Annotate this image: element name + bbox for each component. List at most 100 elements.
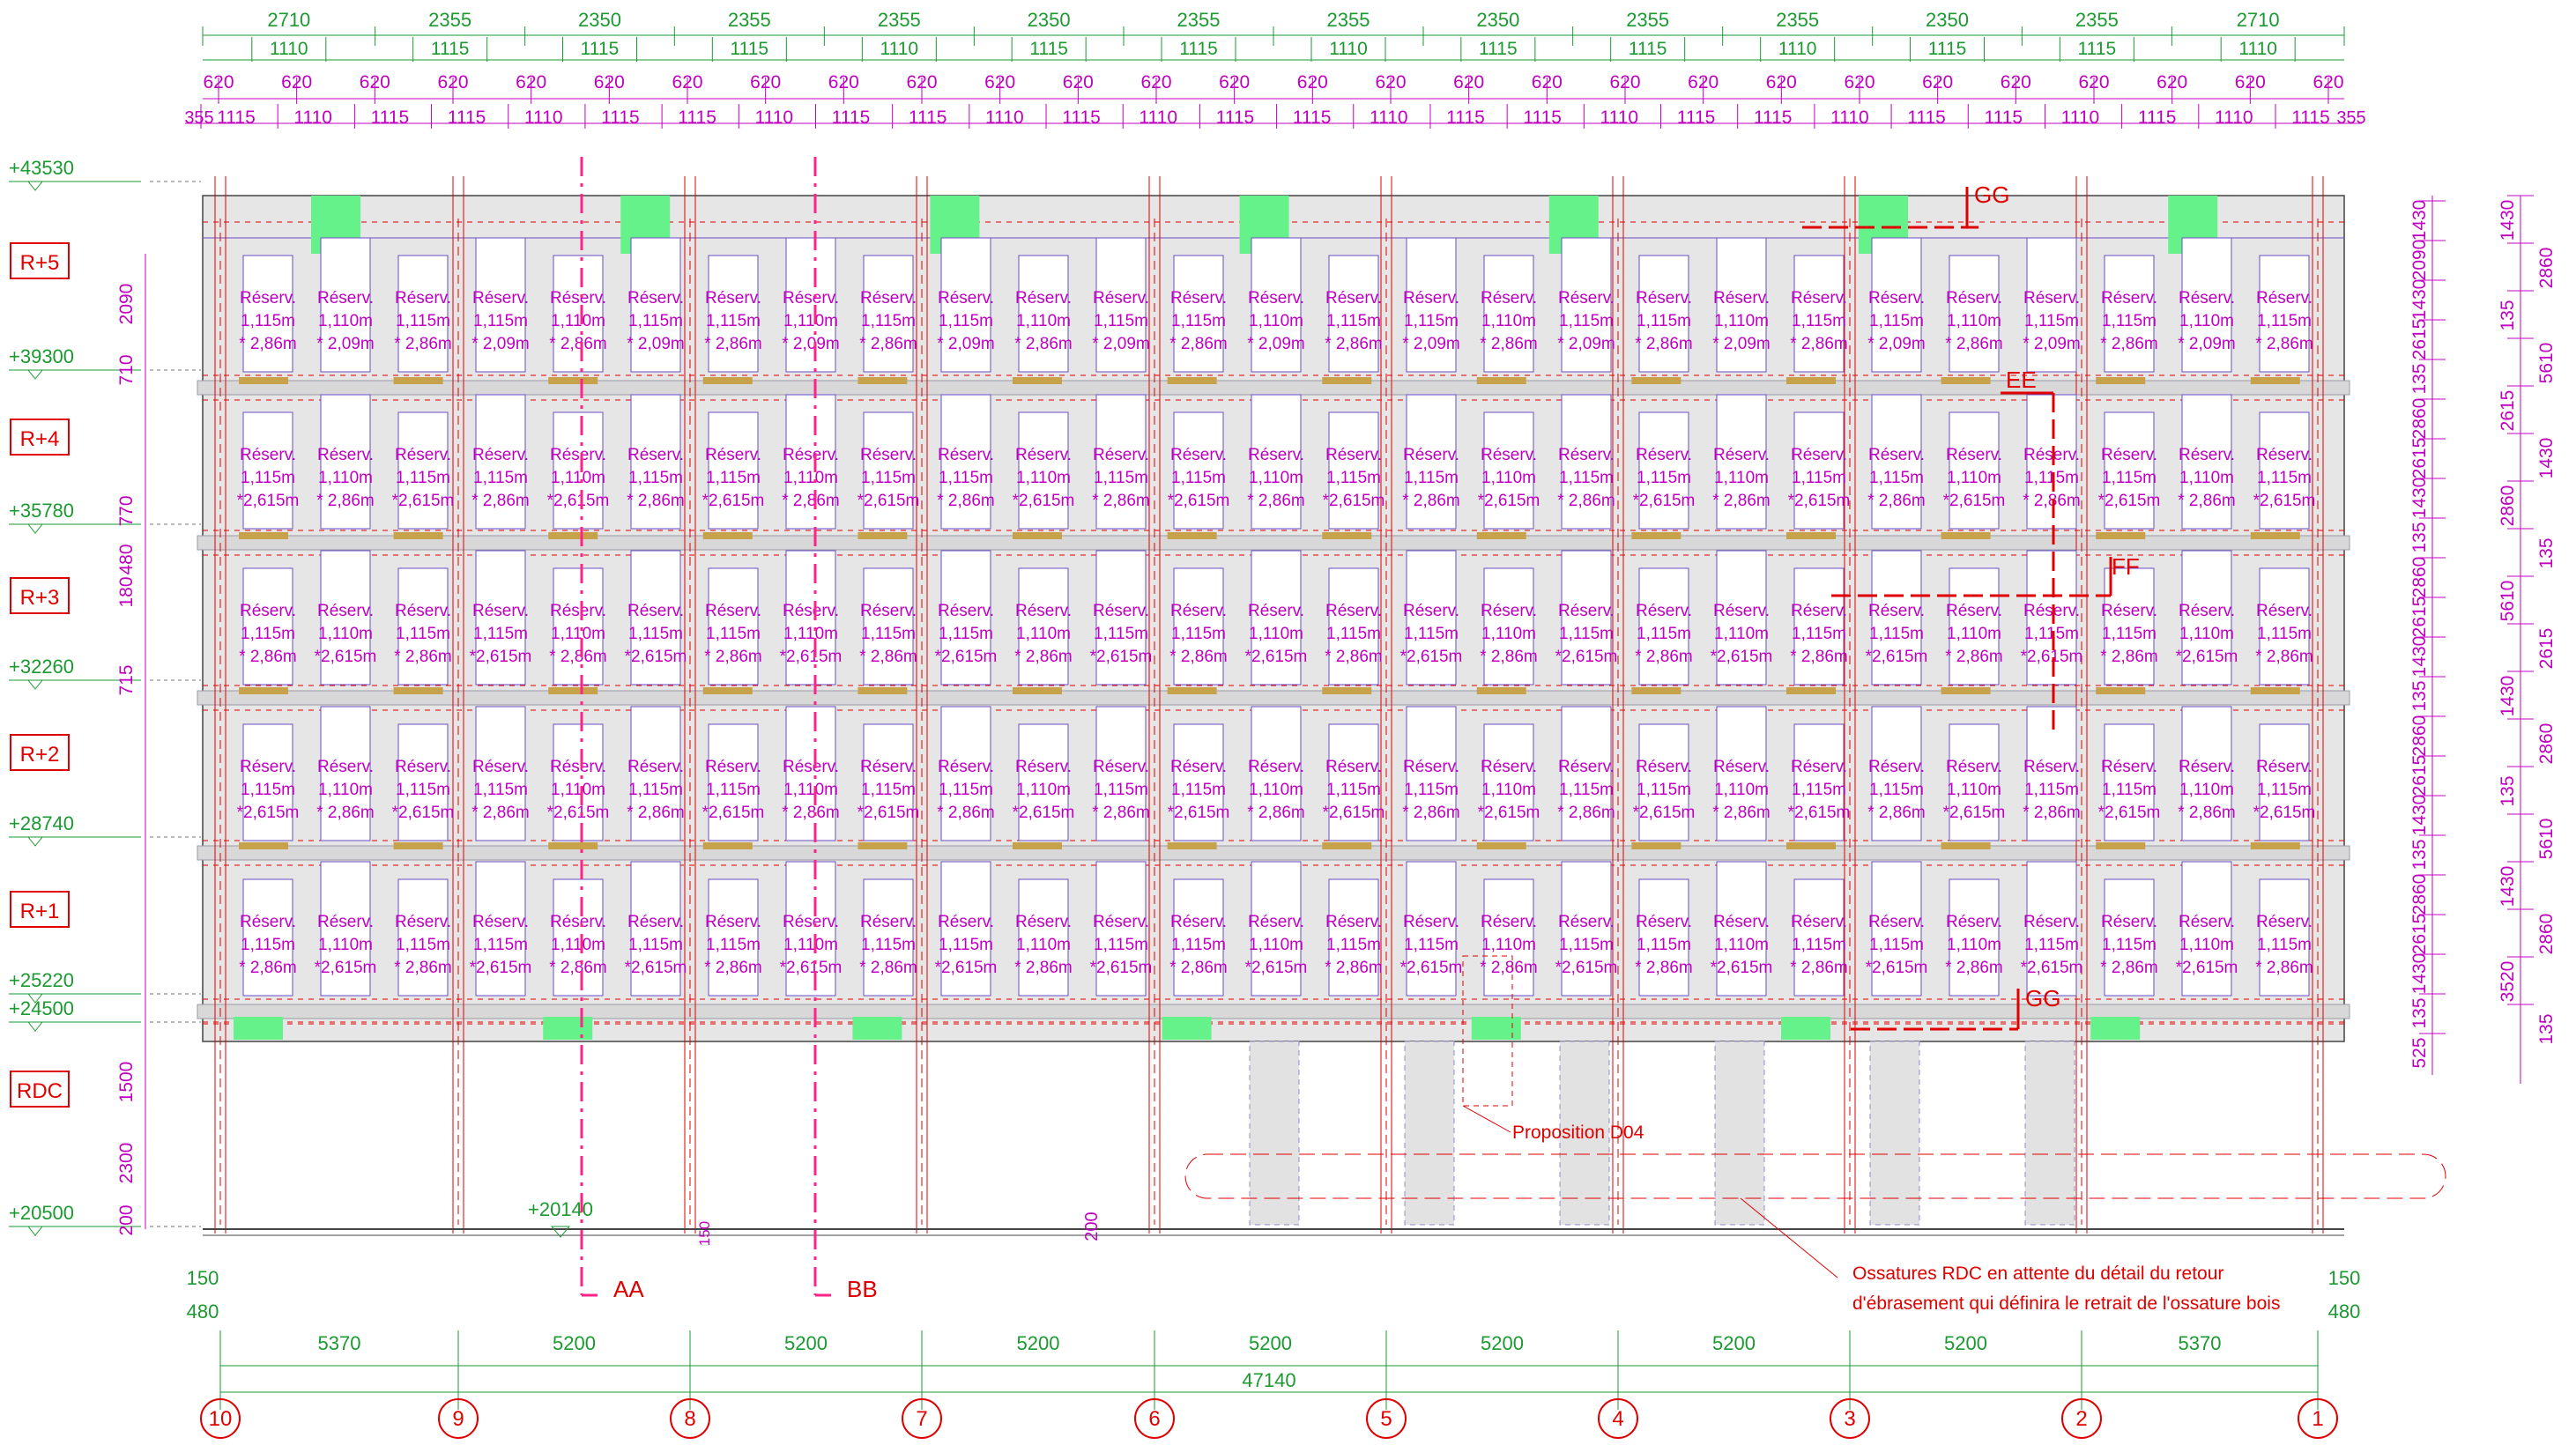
window-reservation: Réserv.1,110m*2,615m <box>2176 861 2238 997</box>
bottom-edge-480-right: 480 <box>2328 1300 2361 1323</box>
dim-150-text: 150 <box>696 1221 713 1246</box>
dim-text-row4: 1115 <box>1523 107 1562 128</box>
floor-tag: R+4 <box>20 427 60 451</box>
dim-text-row2: 1110 <box>270 39 308 59</box>
level-triangle <box>26 1226 44 1236</box>
window-height: * 2,86m <box>2178 804 2235 822</box>
window-reservation: Réserv.1,115m* 2,86m <box>1557 706 1615 841</box>
window-label: Réserv. <box>1248 289 1304 308</box>
window-reservation: Réserv.1,110m* 2,09m <box>1712 237 1771 373</box>
ground-pier <box>1714 1041 1765 1226</box>
left-dim-text: 2090 <box>116 284 137 325</box>
window-label: Réserv. <box>395 289 451 308</box>
dim-text-row4: 1110 <box>293 107 332 128</box>
window-reservation: Réserv.1,110m*2,615m <box>547 723 609 841</box>
window-label: Réserv. <box>1868 289 1925 308</box>
window-box <box>1406 861 1457 997</box>
window-height: *2,615m <box>1013 804 1075 822</box>
window-label: Réserv. <box>1325 758 1382 776</box>
right-dim-outer-text: 2615 <box>2536 628 2557 670</box>
level-label: +24500 <box>9 997 74 1019</box>
window-label: Réserv. <box>2023 446 2080 464</box>
window-reservation: Réserv.1,115m* 2,86m <box>937 706 995 841</box>
window-reservation: Réserv.1,115m* 2,86m <box>2255 255 2313 373</box>
window-label: Réserv. <box>1636 913 1692 931</box>
right-dim-outer-text: 135 <box>2498 775 2518 806</box>
lintel-strip <box>548 377 598 384</box>
window-width: 1,110m <box>318 312 373 330</box>
left-dim-text: 1500 <box>116 1062 137 1103</box>
window-height: * 2,86m <box>1867 804 1925 822</box>
window-label: Réserv. <box>1791 602 1847 620</box>
dim-text-row3: 620 <box>1688 72 1719 93</box>
floor-tag: R+5 <box>20 251 60 275</box>
window-label: Réserv. <box>1015 913 1072 931</box>
window-label: Réserv. <box>1713 289 1770 308</box>
window-reservation: Réserv.1,115m*2,615m <box>1400 550 1462 685</box>
window-width: 1,115m <box>2257 469 2312 487</box>
window-box <box>630 550 681 685</box>
window-label: Réserv. <box>1481 446 1537 464</box>
window-reservation: Réserv.1,115m* 2,86m <box>1169 255 1228 373</box>
window-height: *2,615m <box>392 492 455 510</box>
window-reservation: Réserv.1,115m* 2,86m <box>1790 255 1848 373</box>
window-box <box>708 255 759 373</box>
window-width: 1,110m <box>1714 936 1769 954</box>
right-dim-inner-text: 2615 <box>2409 597 2430 638</box>
window-width: 1,115m <box>1171 625 1226 643</box>
window-box <box>863 411 914 530</box>
window-label: Réserv. <box>860 758 917 776</box>
window-label: Réserv. <box>1093 289 1149 308</box>
window-label: Réserv. <box>550 913 606 931</box>
window-width: 1,115m <box>939 312 993 330</box>
level-label-interior: +20140 <box>528 1198 593 1220</box>
window-box <box>630 706 681 841</box>
window-width: 1,115m <box>706 312 761 330</box>
window-label: Réserv. <box>1325 446 1382 464</box>
window-width: 1,110m <box>1947 625 2001 643</box>
window-label: Réserv. <box>1248 758 1304 776</box>
window-box <box>475 550 526 685</box>
lintel-strip <box>1941 532 1991 539</box>
window-box <box>1328 567 1379 685</box>
right-dim-outer-text: 1430 <box>2498 200 2518 241</box>
window-box <box>1251 861 1302 997</box>
section-label-gg-bottom: GG <box>2025 985 2060 1012</box>
dim-text-row4: 1110 <box>985 107 1024 128</box>
dim-text-row3: 620 <box>1766 72 1797 93</box>
window-box <box>553 411 604 530</box>
window-label: Réserv. <box>240 758 296 776</box>
window-label: Réserv. <box>1558 602 1615 620</box>
floor-tag: R+2 <box>20 743 60 767</box>
window-box <box>1328 255 1379 373</box>
window-label: Réserv. <box>1093 758 1149 776</box>
dim-text-row2: 1115 <box>1179 39 1218 59</box>
window-label: Réserv. <box>783 446 839 464</box>
lintel-strip <box>1013 842 1062 849</box>
window-label: Réserv. <box>627 289 684 308</box>
proposition-outline <box>1462 955 1513 1107</box>
window-reservation: Réserv.1,115m*2,615m <box>935 550 997 685</box>
window-box <box>242 255 293 373</box>
window-reservation: Réserv.1,115m* 2,86m <box>1325 255 1383 373</box>
left-dim-text: 710 <box>116 354 137 385</box>
window-width: 1,115m <box>1171 469 1226 487</box>
window-height: * 2,86m <box>1092 804 1149 822</box>
window-width: 1,115m <box>861 469 916 487</box>
bottom-edge-150-left: 150 <box>187 1267 219 1289</box>
dim-text-row3: 620 <box>2001 72 2031 93</box>
base-opening-green <box>1162 1017 1212 1040</box>
window-height: *2,615m <box>2176 959 2238 977</box>
window-width: 1,115m <box>2102 936 2157 954</box>
window-width: 1,115m <box>241 625 295 643</box>
window-reservation: Réserv.1,115m*2,615m <box>392 411 455 530</box>
window-width: 1,110m <box>2179 936 2234 954</box>
window-reservation: Réserv.1,110m*2,615m <box>780 861 842 997</box>
dim-text-row1: 2350 <box>1926 9 1969 31</box>
window-reservation: Réserv.1,115m* 2,86m <box>2023 706 2081 841</box>
window-label: Réserv. <box>2256 289 2312 308</box>
window-height: * 2,86m <box>1480 959 1537 977</box>
ossature-outline <box>1184 1153 2446 1199</box>
window-reservation: Réserv.1,110m* 2,86m <box>1712 394 1771 530</box>
window-label: Réserv. <box>1558 289 1615 308</box>
